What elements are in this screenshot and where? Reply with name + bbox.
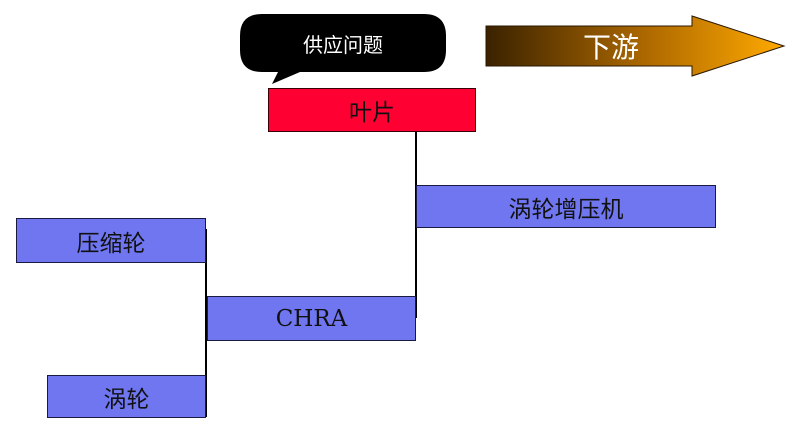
downstream-arrow-shape <box>485 15 786 77</box>
downstream-arrow-label: 下游 <box>582 31 639 64</box>
connector-compressor-turbine <box>205 229 207 417</box>
node-turbine-label: 涡轮 <box>103 386 150 413</box>
node-turbocharger-label: 涡轮增压机 <box>508 196 624 223</box>
node-blade: 叶片 <box>268 88 476 132</box>
node-turbocharger: 涡轮增压机 <box>416 185 716 228</box>
node-turbine: 涡轮 <box>47 375 206 418</box>
node-compressor-wheel: 压缩轮 <box>16 218 206 263</box>
callout-shape <box>240 14 446 84</box>
node-compressor-wheel-label: 压缩轮 <box>76 230 146 257</box>
node-chra-label: CHRA <box>275 305 348 332</box>
callout-label: 供应问题 <box>303 32 383 57</box>
node-chra: CHRA <box>207 296 416 341</box>
node-blade-label: 叶片 <box>349 100 395 126</box>
